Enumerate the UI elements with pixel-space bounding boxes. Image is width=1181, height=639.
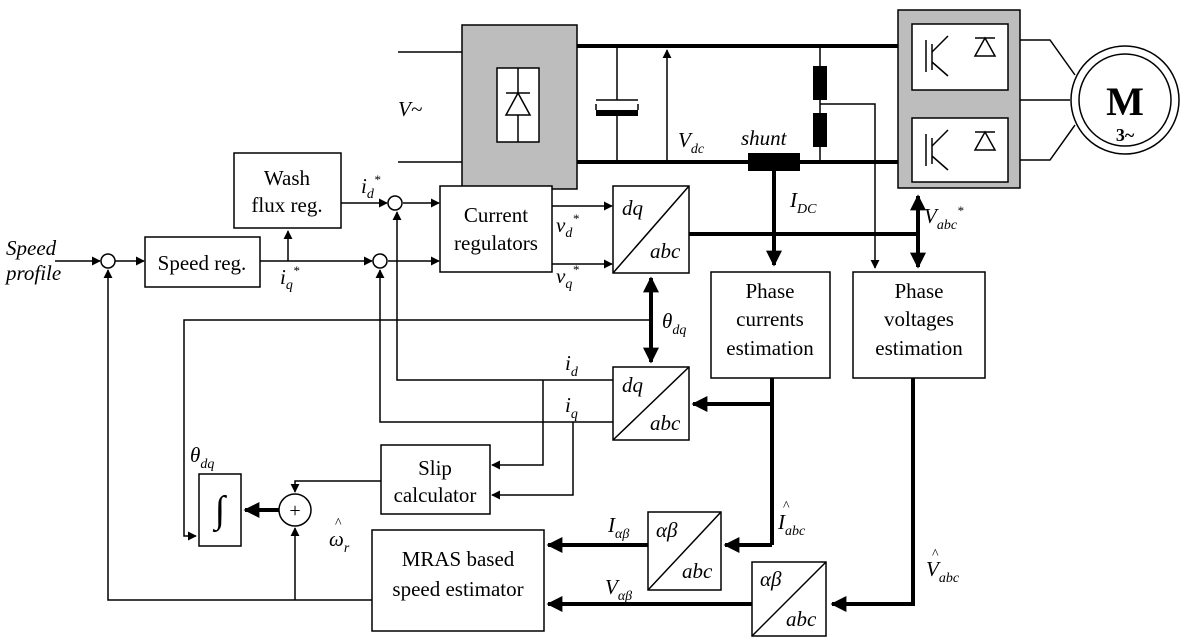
svg-text:MRAS based: MRAS based <box>402 547 515 571</box>
voltage-divider <box>813 46 880 269</box>
integrator: ∫ <box>198 473 242 547</box>
id-feedback-line <box>392 211 613 381</box>
v-abc-hat-line <box>830 378 915 612</box>
iq-ref-label: iq* <box>280 263 300 293</box>
svg-text:calculator: calculator <box>394 483 477 507</box>
mras-speed-estimator: MRAS based speed estimator <box>371 529 545 632</box>
vabc-ref-label: Vabc* <box>924 203 964 233</box>
dc-link-capacitor <box>595 46 639 162</box>
rectifier-block <box>461 24 578 190</box>
svg-text:dq: dq <box>622 196 644 220</box>
alphabeta-abc-transform-voltage: αβ abc <box>751 561 827 637</box>
id-label: id <box>565 351 579 380</box>
omega-r-label: ωr <box>329 527 350 556</box>
omega-hat: ^ <box>335 516 342 531</box>
theta-dq-label: θdq <box>662 309 686 338</box>
current-regulators: Current regulators <box>439 185 553 273</box>
i-abc-hat-mark: ^ <box>783 499 790 514</box>
v-abc-hat-mark: ^ <box>932 547 939 562</box>
svg-text:regulators: regulators <box>454 231 538 255</box>
speed-profile-label-2: profile <box>4 261 61 285</box>
v-abc-hat-label: Vabc <box>926 557 960 586</box>
i-abc-hat-label: Iabc <box>777 510 806 539</box>
svg-text:speed estimator: speed estimator <box>392 577 523 601</box>
svg-text:currents: currents <box>736 307 804 331</box>
ac-supply-lines <box>398 51 462 163</box>
summing-junction: + <box>278 493 312 527</box>
iq-to-slip-line <box>491 422 574 500</box>
speed-profile-label: Speed <box>6 236 57 260</box>
theta-feedback-line <box>183 319 651 541</box>
svg-text:abc: abc <box>650 239 681 263</box>
i-alphabeta-label: Iαβ <box>607 513 629 542</box>
iq-error-junction <box>372 253 388 269</box>
shunt-label: shunt <box>741 126 788 150</box>
speed-regulator: Speed reg. <box>144 236 261 288</box>
shunt-resistor <box>748 153 800 171</box>
svg-text:abc: abc <box>682 559 713 583</box>
motor-phase-label: 3~ <box>1116 125 1135 145</box>
v-alphabeta-label: Vαβ <box>605 575 632 604</box>
svg-text:∫: ∫ <box>213 489 228 533</box>
svg-text:abc: abc <box>650 411 681 435</box>
svg-text:abc: abc <box>786 607 817 631</box>
svg-text:Slip: Slip <box>418 456 452 480</box>
dq-abc-transform-top: dq abc <box>612 185 690 274</box>
svg-text:Wash: Wash <box>264 166 311 190</box>
svg-text:dq: dq <box>622 373 644 397</box>
id-error-junction <box>387 195 403 211</box>
vd-ref-label: vd* <box>556 211 579 241</box>
phase-currents-estimation: Phase currents estimation <box>710 271 831 379</box>
dq-abc-transform-middle: dq abc <box>612 366 690 441</box>
alphabeta-abc-transform-current: αβ abc <box>647 511 722 591</box>
svg-text:voltages: voltages <box>884 307 954 331</box>
motor-phase-lines <box>1020 39 1076 161</box>
svg-text:estimation: estimation <box>875 336 963 360</box>
svg-text:αβ: αβ <box>760 567 782 591</box>
idc-label: IDC <box>789 188 817 217</box>
ac-voltage-label: V~ <box>398 97 423 121</box>
svg-text:αβ: αβ <box>656 518 678 542</box>
speed-error-junction <box>100 253 116 269</box>
slip-calculator: Slip calculator <box>380 444 491 515</box>
svg-text:Current: Current <box>464 203 528 227</box>
dc-bus <box>577 44 898 164</box>
vdc-label: Vdc <box>678 128 705 157</box>
wash-flux-regulator: Wash flux reg. <box>233 152 342 229</box>
motor-label: M <box>1106 79 1144 124</box>
svg-text:Speed reg.: Speed reg. <box>158 251 247 275</box>
vq-ref-label: vq* <box>556 262 579 292</box>
id-ref-label: id* <box>361 172 381 202</box>
inverter-block <box>897 9 1021 189</box>
svg-text:Phase: Phase <box>895 279 944 303</box>
svg-text:estimation: estimation <box>726 336 814 360</box>
phase-voltages-estimation: Phase voltages estimation <box>852 271 986 379</box>
slip-to-sum-line <box>290 480 381 493</box>
svg-text:flux reg.: flux reg. <box>251 193 322 217</box>
theta-dq-integrator-label: θdq <box>190 443 214 472</box>
iq-feedback-line <box>375 269 613 423</box>
svg-text:+: + <box>289 500 300 522</box>
svg-text:Phase: Phase <box>746 279 795 303</box>
iq-label: iq <box>565 393 578 422</box>
id-to-slip-line <box>491 380 544 470</box>
speed-feedback-line <box>103 269 372 601</box>
induction-motor: M 3~ <box>1070 45 1180 155</box>
